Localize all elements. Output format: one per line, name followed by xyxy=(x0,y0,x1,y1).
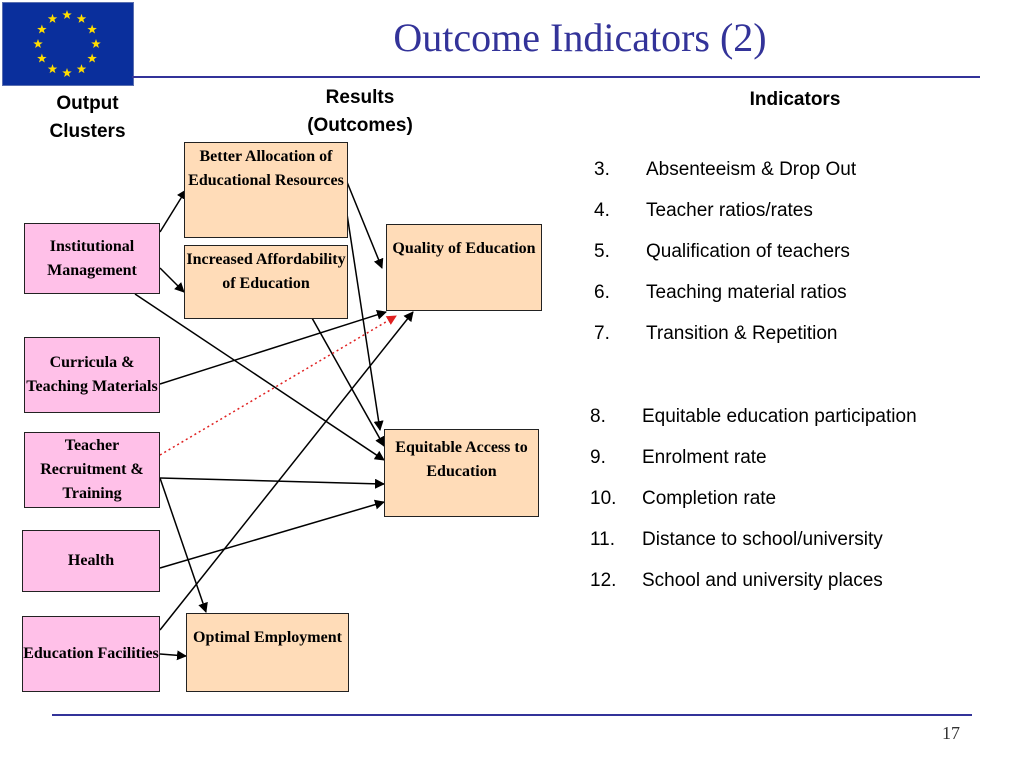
indicator-text: Transition & Repetition xyxy=(646,323,838,344)
result-better-allocation: Better Allocation of Educational Resourc… xyxy=(184,142,348,238)
header-results: Results (Outcomes) xyxy=(307,87,413,136)
cluster-institutional-management: Institutional Management xyxy=(24,223,160,294)
arrow-allocation-quality xyxy=(346,181,384,269)
indicator-number: 10. xyxy=(590,488,617,509)
arrow-institutional-allocation xyxy=(159,189,187,233)
arrow-facilities-employment xyxy=(159,650,187,661)
arrow-curricula-quality xyxy=(159,309,387,385)
result-increased-affordability: Increased Affordability of Education xyxy=(184,245,348,319)
indicator-number: 5. xyxy=(594,241,610,262)
indicator-number: 9. xyxy=(590,447,606,468)
page-title: Outcome Indicators (2) xyxy=(393,15,767,60)
page-number: 17 xyxy=(942,723,960,743)
cluster-teacher-recruitment-training: Teacher Recruitment & Training xyxy=(24,432,160,508)
outcome-equitable-access: Equitable Access to Education xyxy=(384,429,539,517)
list-item: 8. Equitable education participation xyxy=(590,405,1010,446)
top-divider xyxy=(132,76,980,78)
indicator-number: 12. xyxy=(590,570,617,591)
star-icon xyxy=(87,24,97,34)
header-output-clusters: Output Clusters xyxy=(49,93,126,142)
list-item: 4. Teacher ratios/rates xyxy=(594,199,994,240)
indicator-text: Teacher ratios/rates xyxy=(646,200,813,221)
arrow-teacher-employment xyxy=(159,477,208,613)
star-icon xyxy=(33,39,43,49)
star-icon xyxy=(47,64,58,74)
indicator-text: Equitable education participation xyxy=(642,406,917,427)
eu-flag-stars xyxy=(33,10,101,78)
star-icon xyxy=(76,64,87,74)
indicator-number: 7. xyxy=(594,323,610,344)
cluster-education-facilities: Education Facilities xyxy=(22,616,160,692)
arrow-institutional-affordability xyxy=(159,267,185,293)
star-icon xyxy=(37,53,47,63)
list-item: 9. Enrolment rate xyxy=(590,446,1010,487)
star-icon xyxy=(37,24,47,34)
arrow-allocation-access xyxy=(346,213,384,431)
eu-flag-icon xyxy=(2,2,134,86)
indicator-text: Distance to school/university xyxy=(642,529,883,550)
list-item: 7. Transition & Repetition xyxy=(594,322,994,363)
arrow-affordability-access xyxy=(311,317,385,447)
indicator-text: Absenteeism & Drop Out xyxy=(646,159,857,180)
list-item: 5. Qualification of teachers xyxy=(594,240,994,281)
star-icon xyxy=(87,53,97,63)
indicator-text: Qualification of teachers xyxy=(646,241,850,262)
star-icon xyxy=(91,39,101,49)
indicator-number: 8. xyxy=(590,406,606,427)
cluster-health: Health xyxy=(22,530,160,592)
star-icon xyxy=(62,10,72,20)
dotted-arrow-teacher-quality xyxy=(159,315,397,456)
indicator-number: 6. xyxy=(594,282,610,303)
list-item: 12. School and university places xyxy=(590,569,1010,610)
list-item: 10. Completion rate xyxy=(590,487,1010,528)
outcome-optimal-employment: Optimal Employment xyxy=(186,613,349,692)
star-icon xyxy=(62,68,72,78)
indicator-number: 3. xyxy=(594,159,610,180)
star-icon xyxy=(47,13,58,23)
list-item: 3. Absenteeism & Drop Out xyxy=(594,158,994,199)
indicator-number: 4. xyxy=(594,200,610,221)
indicator-number: 11. xyxy=(590,529,616,550)
arrow-teacher-access xyxy=(159,477,385,489)
cluster-curricula-teaching-materials: Curricula & Teaching Materials xyxy=(24,337,160,413)
indicator-text: Completion rate xyxy=(642,488,777,509)
indicator-text: School and university places xyxy=(642,570,883,591)
arrow-facilities-quality xyxy=(159,311,414,631)
header-indicators: Indicators xyxy=(749,89,841,110)
indicator-list-quality: 3. Absenteeism & Drop Out 4. Teacher ratio… xyxy=(594,158,994,363)
outcome-quality-of-education: Quality of Education xyxy=(386,224,542,311)
indicator-text: Teaching material ratios xyxy=(646,282,847,303)
arrow-health-access xyxy=(159,499,385,569)
star-icon xyxy=(76,13,87,23)
list-item: 11. Distance to school/university xyxy=(590,528,1010,569)
arrow-institutional-access xyxy=(134,293,385,461)
indicator-list-access: 8. Equitable education participation 9. En… xyxy=(590,405,1010,610)
bottom-divider xyxy=(52,714,972,716)
indicator-text: Enrolment rate xyxy=(642,447,767,468)
list-item: 6. Teaching material ratios xyxy=(594,281,994,322)
